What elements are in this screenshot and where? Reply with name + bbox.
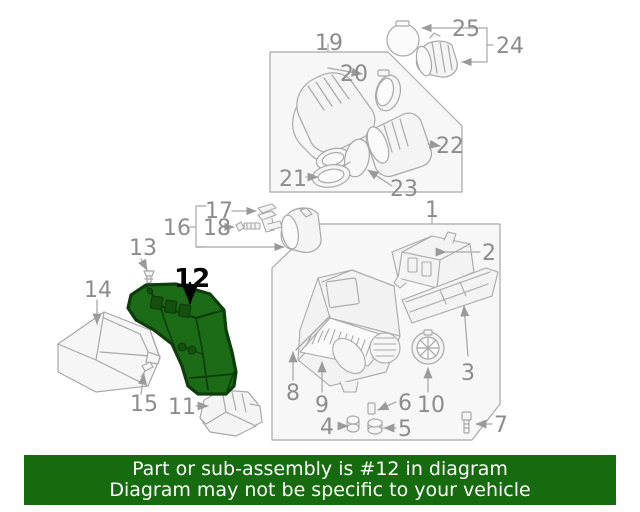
callout-label-25: 25 xyxy=(452,17,480,42)
part-22-sleeve xyxy=(365,112,433,178)
callout-label-22: 22 xyxy=(436,134,464,159)
callout-label-20: 20 xyxy=(340,62,368,87)
leader-lines xyxy=(92,67,493,433)
part-14-snorkel xyxy=(57,311,161,393)
part-19-intake-hose xyxy=(292,72,376,171)
part-2-cover-top xyxy=(391,231,475,289)
info-banner: Part or sub-assembly is #12 in diagram D… xyxy=(24,455,616,505)
callout-label-10: 10 xyxy=(417,393,445,418)
leader-23 xyxy=(367,169,393,187)
banner-line-1: Part or sub-assembly is #12 in diagram xyxy=(132,457,508,480)
part-24-bellows xyxy=(415,32,458,78)
callout-label-6: 6 xyxy=(398,391,412,416)
callout-label-13: 13 xyxy=(129,236,157,261)
leader-6 xyxy=(377,401,397,411)
part-17-bracket xyxy=(257,203,283,233)
callout-label-12-highlighted: 12 xyxy=(174,264,210,294)
callout-label-24: 24 xyxy=(496,34,524,59)
leader-22 xyxy=(427,139,441,149)
callout-label-16: 16 xyxy=(163,216,191,241)
group-bracket-24 xyxy=(478,27,494,63)
callout-label-1: 1 xyxy=(425,198,439,223)
callout-label-15: 15 xyxy=(130,392,158,417)
region-19-group xyxy=(269,43,463,193)
part-18-screw xyxy=(235,221,261,232)
leader-20 xyxy=(327,67,363,77)
part-10-resonator-cap xyxy=(411,329,445,365)
part-5-bushing xyxy=(367,418,383,435)
part-11-duct-inlet xyxy=(199,389,263,437)
banner-line-2: Diagram may not be specific to your vehi… xyxy=(109,479,531,501)
callout-label-2: 2 xyxy=(482,241,496,266)
part-25-ring-clamp xyxy=(386,20,420,57)
part-7-bolt xyxy=(461,411,472,434)
callout-label-19: 19 xyxy=(315,31,343,56)
callout-label-21: 21 xyxy=(279,167,307,192)
part-6-clip xyxy=(367,402,376,415)
part-4-grommet xyxy=(346,415,360,433)
leader-3 xyxy=(460,305,470,357)
region-1-group xyxy=(271,215,501,441)
leader-15 xyxy=(137,373,147,395)
part-16-maf-sensor xyxy=(280,207,322,253)
part-13-clip xyxy=(143,270,155,284)
part-20-clamp xyxy=(374,69,402,112)
callout-label-9: 9 xyxy=(315,393,329,418)
callout-label-14: 14 xyxy=(84,278,112,303)
callout-label-3: 3 xyxy=(461,361,475,386)
part-23-gasket xyxy=(344,138,370,178)
part-21-clamp-ring xyxy=(311,161,351,188)
callout-label-17: 17 xyxy=(205,199,233,224)
leader-13 xyxy=(138,258,148,271)
callout-label-23: 23 xyxy=(390,177,418,202)
part-3-lid-panel xyxy=(401,267,499,324)
callout-label-4: 4 xyxy=(320,415,334,440)
callout-label-11: 11 xyxy=(168,395,196,420)
callout-label-5: 5 xyxy=(398,417,412,442)
part-9-air-cleaner-housing xyxy=(295,269,401,393)
callout-label-8: 8 xyxy=(286,381,300,406)
callout-label-7: 7 xyxy=(494,413,508,438)
callout-label-18: 18 xyxy=(203,216,231,241)
